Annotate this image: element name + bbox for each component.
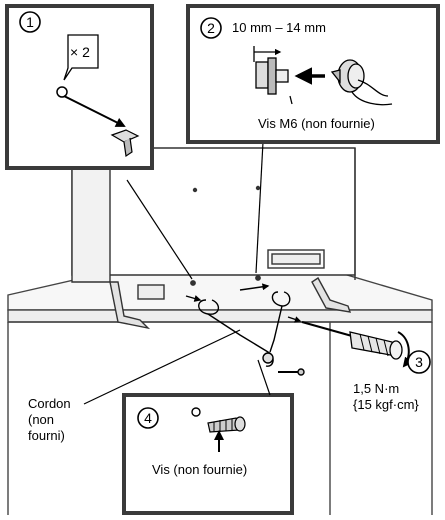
step-3-number: 3	[415, 354, 423, 370]
cord-leader-line	[84, 330, 240, 404]
screw-length-label: 10 mm – 14 mm	[232, 20, 326, 35]
cord-label-2: (non	[28, 412, 54, 427]
tv-mount-hole-left	[191, 281, 195, 285]
step-2-number: 2	[207, 20, 215, 36]
cord-label-1: Cordon	[28, 396, 71, 411]
hole-icon	[57, 87, 67, 97]
torque-label-kgf: {15 kgf·cm}	[353, 397, 419, 412]
quantity-label: × 2	[70, 44, 90, 60]
step-1-number: 1	[26, 14, 34, 30]
m6-screw-label: Vis M6 (non fournie)	[258, 116, 375, 131]
wood-screw-label: Vis (non fournie)	[152, 462, 247, 477]
tv-mount-hole-right	[256, 276, 260, 280]
step-4-number: 4	[144, 410, 152, 426]
cord-label-3: fourni)	[28, 428, 65, 443]
panel-step-2: 2 10 mm – 14 mm Vis M6 (non fournie)	[188, 6, 438, 142]
panel-step-1: 1 × 2	[7, 6, 152, 168]
hole-icon	[192, 408, 200, 416]
screwdriver-icon	[288, 317, 402, 359]
panel-step-4: 4 Vis (non fournie)	[124, 360, 292, 513]
torque-label-nm: 1,5 N·m	[353, 381, 399, 396]
